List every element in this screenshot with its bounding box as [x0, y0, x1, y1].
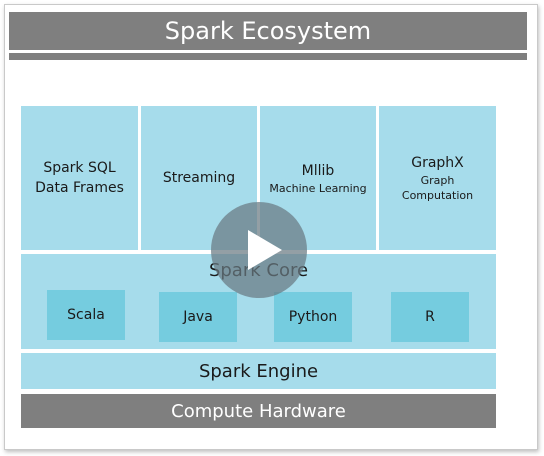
spark-engine-layer: Spark Engine — [21, 353, 496, 389]
module-spark-sql-label: Spark SQL — [43, 160, 116, 176]
language-scala: Scala — [47, 290, 125, 340]
module-graphx-sub-1: Graph — [420, 174, 455, 187]
module-streaming-label: Streaming — [162, 170, 236, 186]
module-graphx-sub-2: Computation — [401, 189, 474, 202]
compute-hardware-layer: Compute Hardware — [21, 394, 496, 428]
module-graphx: GraphX Graph Computation — [379, 106, 496, 250]
play-button[interactable] — [211, 202, 307, 298]
diagram-title: Spark Ecosystem — [9, 12, 527, 50]
module-mllib-label: Mllib — [301, 162, 335, 179]
language-java: Java — [159, 292, 237, 342]
title-divider — [9, 53, 527, 60]
language-python: Python — [274, 292, 352, 342]
module-spark-sql: Spark SQL Data Frames — [21, 106, 138, 250]
module-graphx-label: GraphX — [411, 155, 464, 171]
module-mllib-sub: Machine Learning — [269, 181, 367, 195]
module-spark-sql-sub: Data Frames — [35, 180, 124, 196]
language-r: R — [391, 292, 469, 342]
play-icon — [248, 230, 282, 270]
